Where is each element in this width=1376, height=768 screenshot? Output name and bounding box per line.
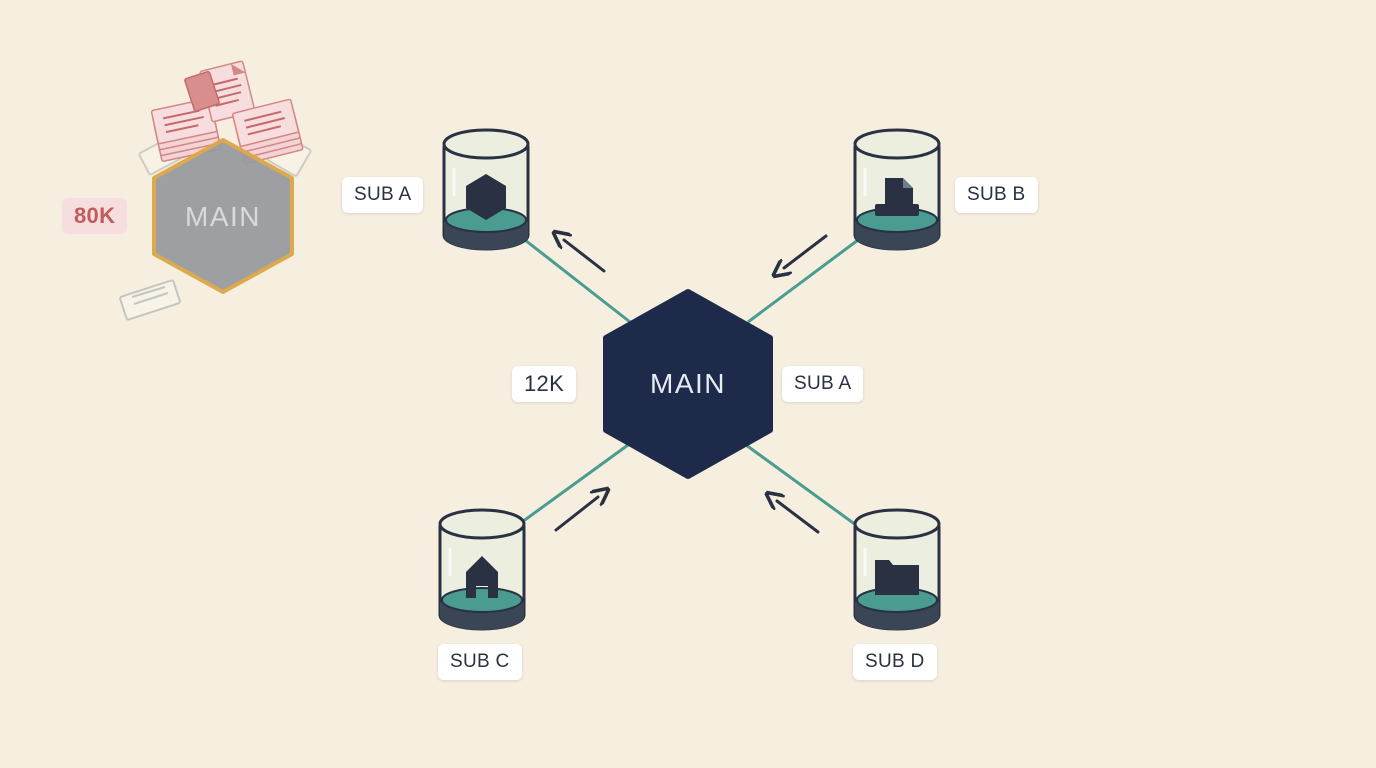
overloaded-hub-label: MAIN	[185, 201, 261, 232]
hub-side-label: SUB A	[782, 366, 864, 402]
arrow-to-sub-a-icon	[564, 240, 606, 273]
cube-icon	[466, 174, 506, 220]
sub-a-database	[442, 128, 530, 251]
house-icon	[466, 556, 498, 598]
before-count-badge: 80K	[62, 198, 128, 234]
sub-a-label: SUB A	[342, 177, 424, 213]
arrow-from-sub-d-icon	[777, 501, 820, 534]
main-hub	[603, 289, 773, 479]
connectors	[521, 238, 859, 527]
document-icon	[875, 178, 919, 216]
sub-c-database	[438, 508, 526, 631]
sub-b-database	[853, 128, 941, 251]
arrow-from-sub-c-icon	[554, 497, 598, 532]
sub-c-label: SUB C	[438, 644, 522, 680]
flow-arrows	[554, 234, 828, 534]
arrow-from-sub-b-icon	[784, 234, 828, 268]
sub-d-label: SUB D	[853, 644, 937, 680]
sub-b-label: SUB B	[955, 177, 1038, 213]
hub-label: MAIN	[650, 368, 726, 399]
before-cluster	[119, 60, 312, 321]
loose-document-icon	[119, 279, 181, 321]
sub-d-database	[853, 508, 941, 631]
main-hub-overloaded	[152, 138, 294, 294]
folder-icon	[875, 560, 919, 595]
after-count-badge: 12K	[512, 366, 577, 402]
